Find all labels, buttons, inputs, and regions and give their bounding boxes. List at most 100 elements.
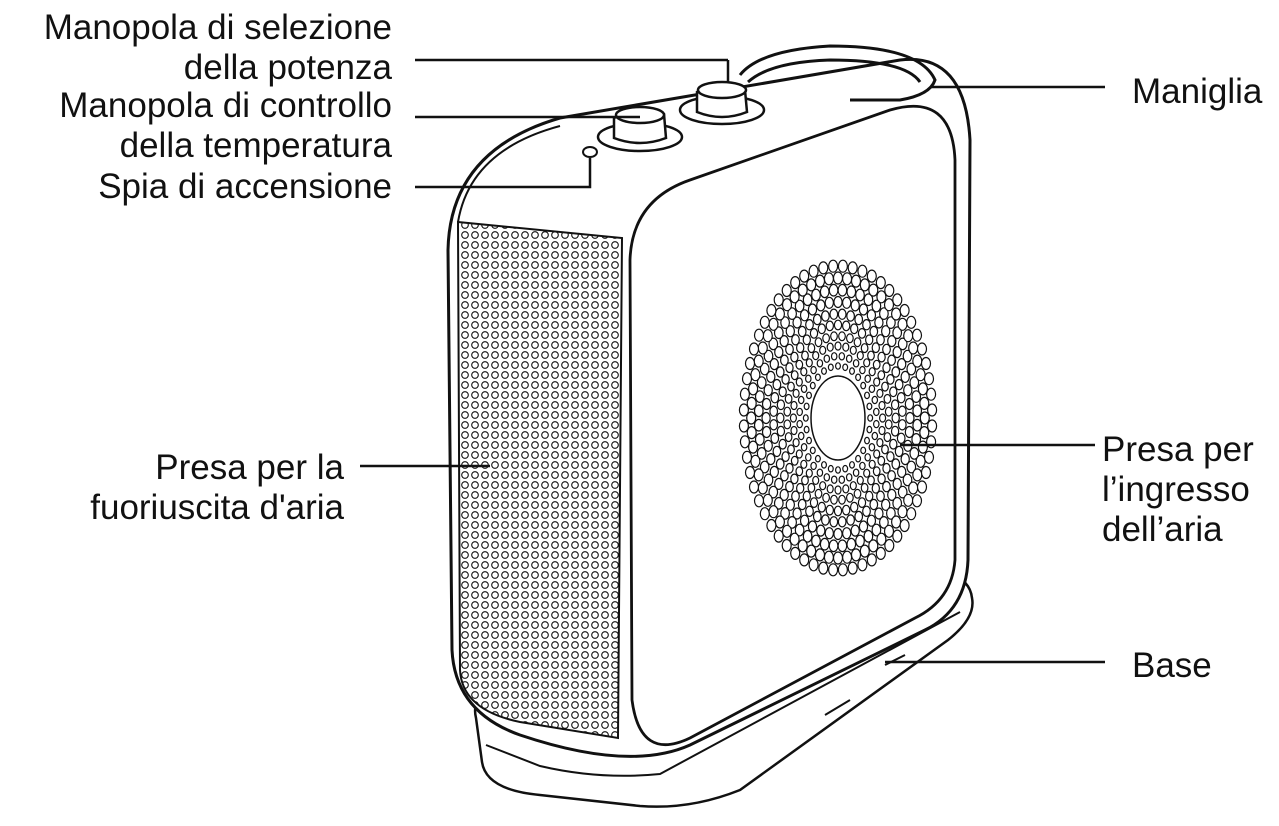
inlet-hole [753,404,764,418]
inlet-hole [923,372,935,386]
inlet-hole [805,319,814,331]
inlet-hole [823,473,831,482]
inlet-hole [753,494,765,508]
inlet-hole [912,404,923,418]
inlet-hole [775,366,785,378]
inlet-hole [802,334,812,346]
inlet-hole [842,342,850,352]
inlet-hole [787,307,797,321]
inlet-hole [903,384,913,397]
leader-lines [360,58,1105,664]
inlet-hole [867,350,875,361]
air-inlet-grille [738,259,938,577]
inlet-hole [807,303,818,316]
inlet-hole [838,494,846,505]
inlet-hole [838,331,846,342]
inlet-hole [808,558,819,572]
inlet-hole [871,299,882,313]
inlet-hole [800,367,808,377]
inlet-hole [738,419,750,433]
inlet-hole [926,419,938,433]
inlet-hole [774,477,784,490]
inlet-hole [739,435,751,449]
inlet-hole [816,468,824,477]
inlet-hole [757,481,768,495]
inlet-hole [891,458,901,470]
inlet-hole [881,381,889,392]
inlet-hole [814,454,821,463]
inlet-hole [784,393,793,404]
inlet-hole [859,461,866,471]
inlet-hole [829,308,839,320]
inlet-hole [766,453,776,466]
inlet-hole [781,374,790,385]
inlet-hole [841,550,853,564]
inlet-hole [828,539,839,553]
inlet-hole [834,362,841,370]
inlet-hole [854,510,864,523]
inlet-hole [833,527,843,541]
inlet-hole [892,477,902,490]
inlet-hole [747,440,759,454]
inlet-hole [876,438,884,448]
inlet-hole [897,358,907,371]
inlet-hole [814,488,823,499]
inlet-hole [785,498,796,511]
inlet-center [810,375,866,461]
inlet-hole [811,534,821,548]
inlet-hole [812,475,820,485]
inlet-hole [882,462,891,474]
inlet-hole [780,507,790,520]
inlet-hole [768,337,779,351]
inlet-hole [796,482,805,494]
inlet-hole [857,497,867,509]
inlet-hole [911,390,922,404]
inlet-hole [868,459,876,469]
inlet-hole [858,520,869,533]
inlet-hole [823,550,835,564]
inlet-hole [909,447,920,460]
inlet-hole [828,283,839,297]
inlet-hole [886,316,896,330]
inlet-hole [876,532,887,546]
inlet-hole [796,342,805,354]
inlet-hole [849,481,857,491]
inlet-hole [833,319,843,331]
inlet-hole [882,362,891,374]
inlet-hole [846,537,857,551]
inlet-hole [773,529,784,543]
inlet-hole [785,480,794,493]
inlet-hole [884,538,895,553]
inlet-hole [814,337,823,348]
inlet-hole [890,307,902,321]
inlet-hole [823,272,835,286]
inlet-hole [863,293,874,307]
inlet-hole [864,453,872,462]
inlet-hole [904,397,915,411]
inlet-hole [915,368,926,382]
inlet-hole [848,461,855,469]
inlet-hole [768,485,779,499]
inlet-hole [766,303,777,318]
inlet-hole [859,365,866,375]
inlet-hole [879,307,889,321]
inlet-hole [778,386,787,398]
inlet-hole [762,493,773,507]
inlet-hole [856,351,864,361]
inlet-hole [804,453,812,462]
power-light [582,146,598,158]
inlet-hole [746,411,757,425]
inlet-hole [753,418,764,432]
inlet-hole [842,484,850,494]
inlet-hole [848,367,855,375]
inlet-hole [834,485,842,495]
inlet-hole [783,419,792,430]
inlet-hole [916,480,928,494]
inlet-hole [787,444,795,455]
inlet-hole [877,370,886,381]
inlet-hole [769,419,779,431]
inlet-hole [868,539,879,553]
inlet-hole [804,374,812,383]
inlet-hole [866,309,877,322]
inlet-hole [829,516,839,528]
